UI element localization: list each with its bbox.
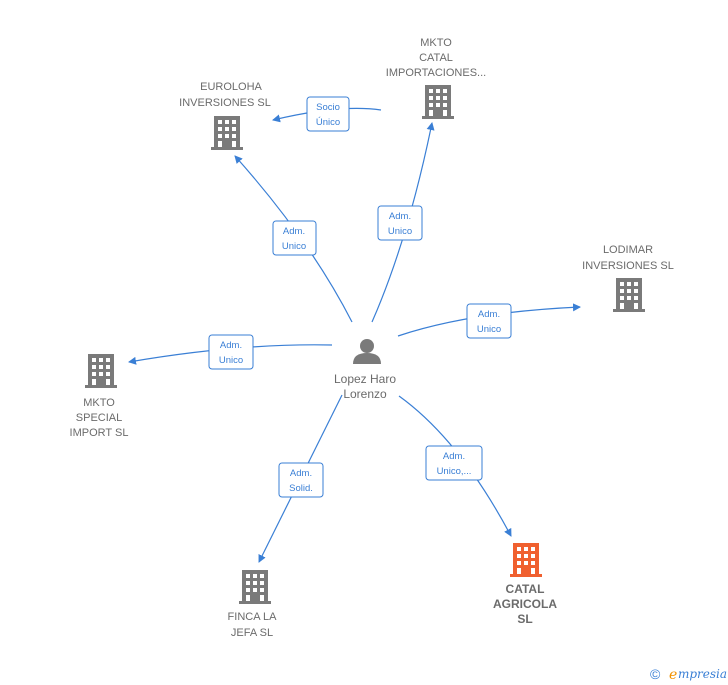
relation-adm-catal: Adm. Unico,... (425, 445, 483, 481)
company-mkto-special[interactable]: MKTO SPECIAL IMPORT SL (70, 354, 129, 439)
relation-labels: Socio Único Adm. Unico Adm. Unico Adm. U… (208, 96, 512, 498)
finca-label-line2: JEFA SL (231, 627, 273, 639)
relation-adm-finca-line1: Adm. (290, 468, 312, 479)
relation-adm-euroloha-line2: Unico (282, 241, 306, 252)
catal-agricola-label-line1: CATAL (506, 582, 545, 596)
mkto-special-label-line2: SPECIAL (76, 412, 122, 424)
lodimar-label-line2: INVERSIONES SL (582, 260, 674, 272)
relation-adm-catal-line2: Unico,... (437, 466, 472, 477)
relation-adm-euroloha: Adm. Unico (272, 220, 317, 256)
building-icon (422, 85, 454, 119)
person-label-line1: Lopez Haro (334, 372, 396, 386)
mkto-catal-label-line2: CATAL (419, 52, 453, 64)
finca-label-line1: FINCA LA (228, 611, 278, 623)
company-mkto-catal[interactable]: MKTO CATAL IMPORTACIONES... (386, 37, 486, 119)
company-lodimar[interactable]: LODIMAR INVERSIONES SL (582, 244, 674, 312)
catal-agricola-label-line3: SL (517, 612, 532, 626)
mkto-special-label-line3: IMPORT SL (70, 427, 129, 439)
relation-adm-mkto-special: Adm. Unico (208, 334, 254, 370)
relation-socio-line2: Único (316, 117, 340, 128)
building-icon (613, 278, 645, 312)
mkto-catal-label-line3: IMPORTACIONES... (386, 67, 486, 79)
euroloha-label-line2: INVERSIONES SL (179, 97, 271, 109)
relation-adm-lodimar-line1: Adm. (478, 309, 500, 320)
building-icon (239, 570, 271, 604)
brand-name: mpresia (678, 667, 727, 681)
catal-agricola-label-line2: AGRICOLA (493, 597, 557, 611)
relation-socio: Socio Único (306, 96, 350, 132)
euroloha-label-line1: EUROLOHA (200, 81, 262, 93)
company-finca[interactable]: FINCA LA JEFA SL (228, 570, 278, 639)
relation-adm-euroloha-line1: Adm. (283, 226, 305, 237)
relation-adm-mkto-catal-line1: Adm. (389, 211, 411, 222)
relation-adm-lodimar: Adm. Unico (466, 303, 512, 339)
company-euroloha[interactable]: EUROLOHA INVERSIONES SL (179, 81, 271, 150)
building-icon (211, 116, 243, 150)
person-label-line2: Lorenzo (343, 387, 387, 401)
building-icon (85, 354, 117, 388)
relation-adm-finca-line2: Solid. (289, 483, 313, 494)
relation-adm-mkto-catal-line2: Unico (388, 226, 412, 237)
person-node[interactable]: Lopez Haro Lorenzo (334, 339, 396, 401)
relation-adm-catal-line1: Adm. (443, 451, 465, 462)
relation-adm-mkto-special-line1: Adm. (220, 340, 242, 351)
lodimar-label-line1: LODIMAR (603, 244, 653, 256)
brand-initial: e (669, 667, 677, 683)
relation-adm-mkto-special-line2: Unico (219, 355, 243, 366)
relation-adm-finca: Adm. Solid. (278, 462, 324, 498)
building-icon-highlight (510, 543, 542, 577)
mkto-special-label-line1: MKTO (83, 397, 115, 409)
copyright-symbol: © (650, 666, 661, 682)
company-catal-agricola[interactable]: CATAL AGRICOLA SL (493, 543, 557, 626)
relation-socio-line1: Socio (316, 102, 340, 113)
relation-adm-lodimar-line2: Unico (477, 324, 501, 335)
edges (128, 107, 581, 563)
relation-adm-mkto-catal: Adm. Unico (377, 205, 423, 241)
mkto-catal-label-line1: MKTO (420, 37, 452, 49)
person-icon (353, 339, 381, 364)
brand-watermark: © e mpresia (650, 666, 727, 683)
